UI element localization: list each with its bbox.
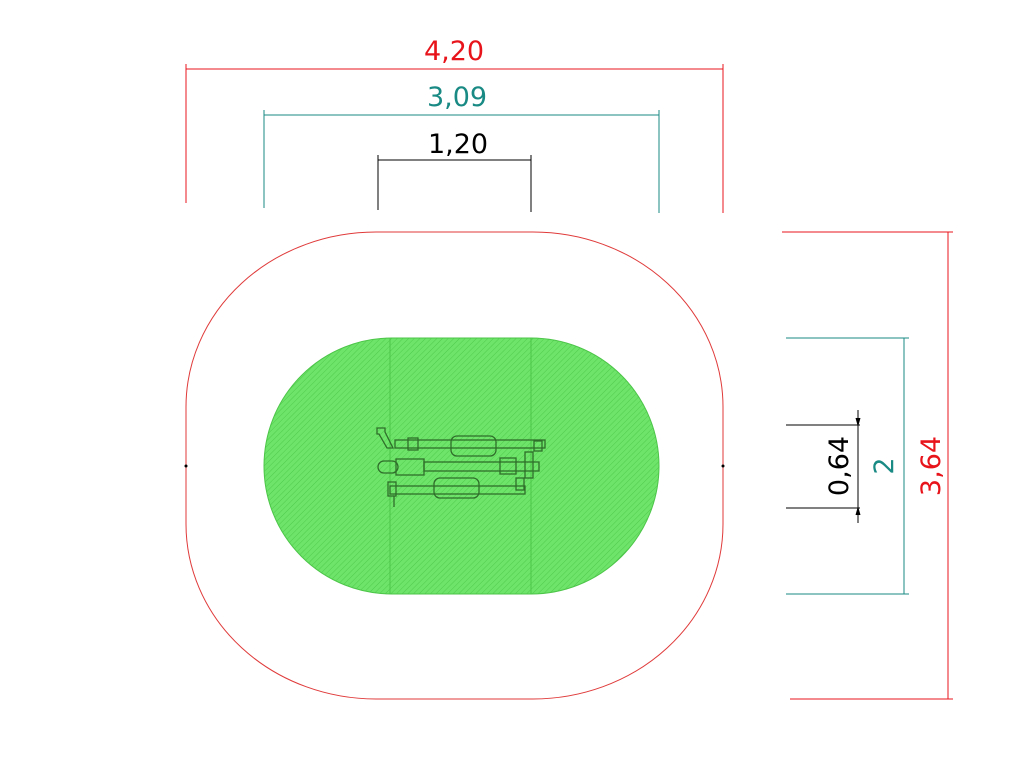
axis-point-left bbox=[184, 464, 188, 468]
dimension-equipment-depth bbox=[786, 410, 861, 523]
dimension-label-equipment-depth: 0,64 bbox=[824, 436, 855, 496]
dimension-equipment-width bbox=[377, 155, 532, 212]
dimension-play-area-depth bbox=[786, 337, 909, 595]
dimension-total-depth bbox=[782, 231, 953, 700]
dimension-total-width bbox=[185, 64, 724, 213]
axis-point-right bbox=[721, 464, 725, 468]
dimension-play-area-width bbox=[263, 110, 660, 213]
dimension-label-play-area-width: 3,09 bbox=[427, 82, 487, 113]
dimension-label-total-width: 4,20 bbox=[424, 36, 484, 67]
dimension-label-equipment-width: 1,20 bbox=[428, 129, 488, 160]
play-area bbox=[263, 337, 660, 595]
dimension-label-total-depth: 3,64 bbox=[916, 436, 947, 496]
fitness-equipment bbox=[376, 427, 546, 507]
dimension-label-play-area-depth: 2 bbox=[869, 457, 900, 474]
